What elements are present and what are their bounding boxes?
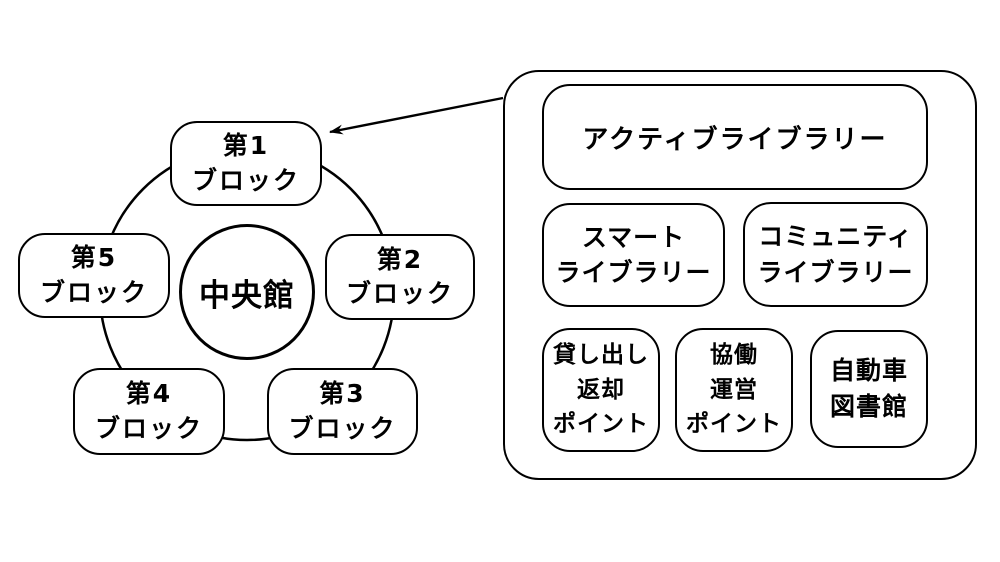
community-library-box: コミュニティ ライブラリー (743, 202, 928, 307)
lending-return-point-line1: 貸し出し (553, 342, 649, 369)
block-4-node: 第4 ブロック (73, 368, 225, 455)
block-2-node: 第2 ブロック (325, 234, 475, 320)
active-library-label: アクティブライブラリー (582, 124, 888, 155)
lending-return-point-line3: ポイント (553, 411, 649, 438)
central-library-node: 中央館 (179, 224, 315, 360)
community-library-line1: コミュニティ (758, 222, 913, 251)
collaborative-operation-point-line2: 運営 (710, 376, 758, 403)
block-1-word: ブロック (191, 165, 300, 195)
central-library-label: 中央館 (199, 277, 295, 314)
collaborative-operation-point-line3: ポイント (686, 411, 782, 438)
mobile-library-box: 自動車 図書館 (810, 330, 928, 448)
block-3-word: ブロック (288, 413, 397, 443)
lending-return-point-line2: 返却 (577, 376, 625, 403)
block-5-number: 第5 (70, 243, 118, 272)
mobile-library-line2: 図書館 (829, 392, 908, 421)
block-4-word: ブロック (94, 413, 203, 443)
block-2-number: 第2 (376, 244, 424, 274)
block-3-node: 第3 ブロック (267, 368, 418, 455)
smart-library-box: スマート ライブラリー (542, 203, 725, 307)
smart-library-line1: スマート (581, 222, 686, 252)
block-3-number: 第3 (319, 379, 366, 408)
smart-library-line2: ライブラリー (555, 258, 712, 287)
block-2-word: ブロック (345, 279, 454, 308)
block-5-word: ブロック (39, 277, 148, 307)
collaborative-operation-point-line1: 協働 (710, 342, 758, 369)
community-library-line2: ライブラリー (757, 257, 914, 287)
lending-return-point-box: 貸し出し 返却 ポイント (542, 328, 660, 452)
block-1-node: 第1 ブロック (170, 121, 322, 206)
block-5-node: 第5 ブロック (18, 233, 170, 318)
block-4-number: 第4 (125, 379, 173, 408)
block-1-number: 第1 (222, 131, 270, 160)
active-library-box: アクティブライブラリー (542, 84, 928, 190)
collaborative-operation-point-box: 協働 運営 ポイント (675, 328, 793, 452)
mobile-library-line1: 自動車 (829, 355, 908, 385)
